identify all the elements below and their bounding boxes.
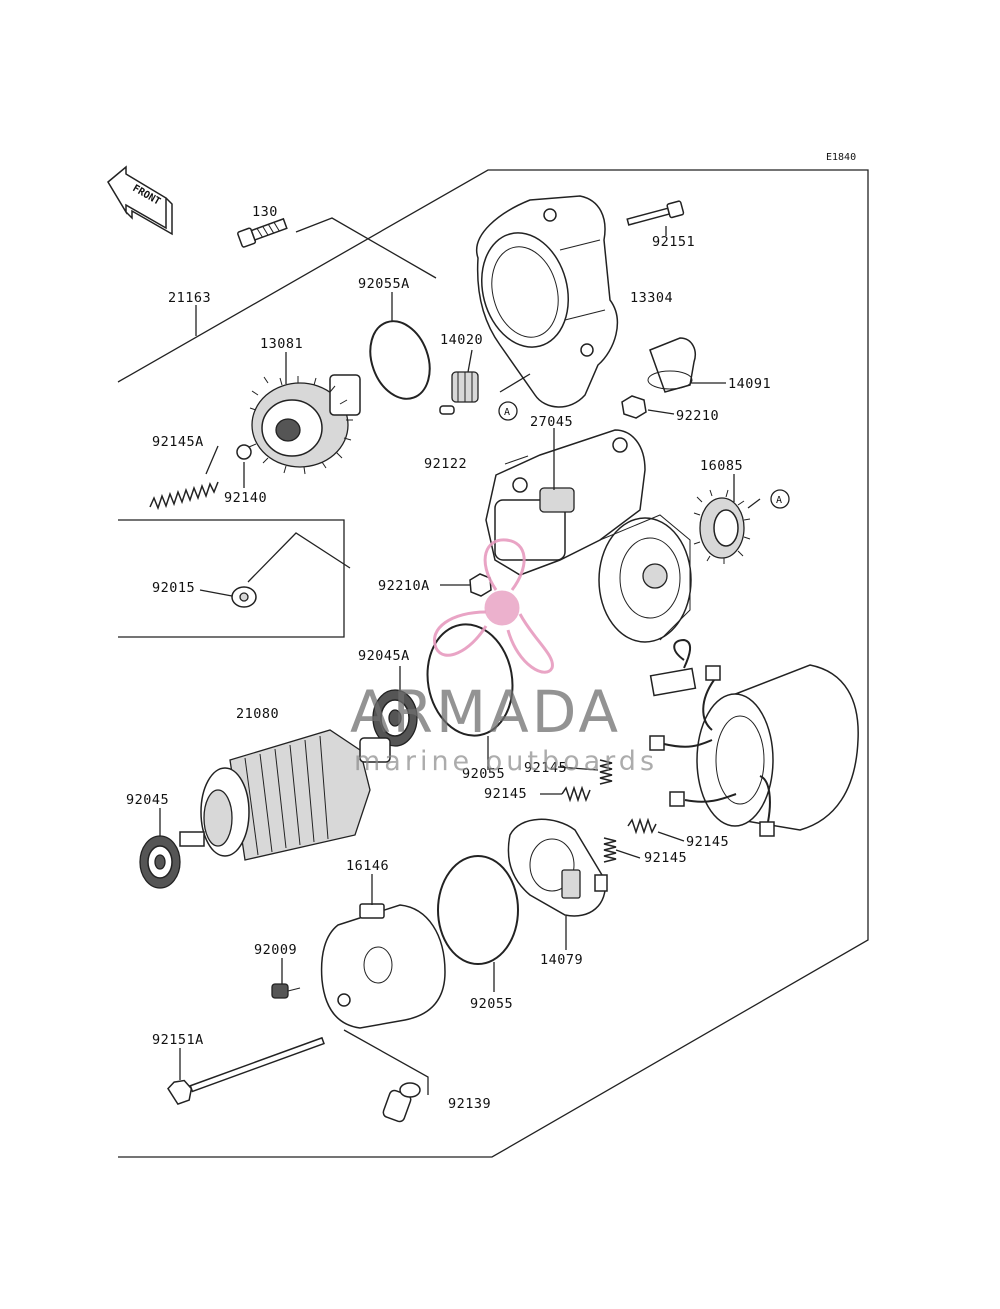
label-92045A: 92045A xyxy=(358,648,410,664)
label-21163: 21163 xyxy=(168,290,211,306)
label-14020: 14020 xyxy=(440,332,483,348)
label-92210A: 92210A xyxy=(378,578,430,594)
part-16146-rear-cover xyxy=(320,903,446,1029)
part-92055A-oring xyxy=(369,320,431,400)
label-92055-upper: 92055 xyxy=(462,766,505,782)
label-27045: 27045 xyxy=(530,414,573,430)
ref-mark-a2: A xyxy=(770,489,790,509)
label-13081: 13081 xyxy=(260,336,303,352)
label-92055-lower: 92055 xyxy=(470,996,513,1012)
part-92009-screw xyxy=(271,983,301,999)
part-92151-bolt xyxy=(626,200,685,226)
watermark: ARMADA marine outboards xyxy=(350,538,658,777)
part-130-bolt xyxy=(237,217,288,248)
part-92055-oring-upper xyxy=(426,623,514,737)
part-16085-gear xyxy=(693,489,751,564)
part-92151A-bolt xyxy=(167,1036,325,1106)
leader-lines xyxy=(159,217,761,1095)
part-92145-springs xyxy=(561,759,657,863)
label-92151A: 92151A xyxy=(152,1032,204,1048)
label-92015: 92015 xyxy=(152,580,195,596)
label-16146: 16146 xyxy=(346,858,389,874)
part-13304-gear-housing xyxy=(475,195,619,408)
part-92139-fitting xyxy=(382,1082,421,1123)
part-92045A-bearing xyxy=(372,689,418,747)
label-21080: 21080 xyxy=(236,706,279,722)
part-14079-brush-holder xyxy=(507,818,608,917)
part-92055-oring-lower xyxy=(437,855,519,965)
label-14079: 14079 xyxy=(540,952,583,968)
label-92210: 92210 xyxy=(676,408,719,424)
label-92055A: 92055A xyxy=(358,276,410,292)
part-92045-bearing xyxy=(139,835,181,889)
part-27045-magnetic-switch xyxy=(485,429,646,576)
label-16085: 16085 xyxy=(700,458,743,474)
svg-text:A: A xyxy=(776,495,782,506)
label-13304: 13304 xyxy=(630,290,673,306)
part-14091-cap xyxy=(647,337,696,393)
watermark-brand: ARMADA xyxy=(350,678,621,746)
svg-text:A: A xyxy=(504,407,510,418)
front-direction-icon: FRONT xyxy=(107,165,173,236)
label-92122: 92122 xyxy=(424,456,467,472)
part-14020-gear xyxy=(439,371,479,415)
label-92139: 92139 xyxy=(448,1096,491,1112)
part-92140-ball xyxy=(236,444,252,460)
part-13081-clutch-gear xyxy=(248,374,361,475)
label-92145A: 92145A xyxy=(152,434,204,450)
label-92145-b: 92145 xyxy=(484,786,527,802)
watermark-tagline: marine outboards xyxy=(354,746,658,777)
label-92145-a: 92145 xyxy=(524,760,567,776)
label-92009: 92009 xyxy=(254,942,297,958)
label-130: 130 xyxy=(252,204,278,220)
propeller-logo-icon xyxy=(433,538,554,674)
part-92210A-nut xyxy=(469,573,492,597)
part-end-housing xyxy=(598,514,692,643)
label-92145-d: 92145 xyxy=(644,850,687,866)
label-14091: 14091 xyxy=(728,376,771,392)
label-92045: 92045 xyxy=(126,792,169,808)
diagram-code: E1840 xyxy=(826,152,856,163)
label-92140: 92140 xyxy=(224,490,267,506)
part-92145A-spring xyxy=(149,481,219,511)
part-92015-nut xyxy=(231,586,257,608)
part-labels: 130 21163 92055A 13081 92145A 92140 1402… xyxy=(126,204,771,1112)
label-92145-c: 92145 xyxy=(686,834,729,850)
part-yoke-assembly xyxy=(649,638,859,837)
assembly-outline xyxy=(117,169,869,1158)
ref-mark-a1: A xyxy=(498,401,518,421)
part-21080-armature xyxy=(179,729,391,861)
label-92151: 92151 xyxy=(652,234,695,250)
part-92210-nut xyxy=(621,395,647,419)
